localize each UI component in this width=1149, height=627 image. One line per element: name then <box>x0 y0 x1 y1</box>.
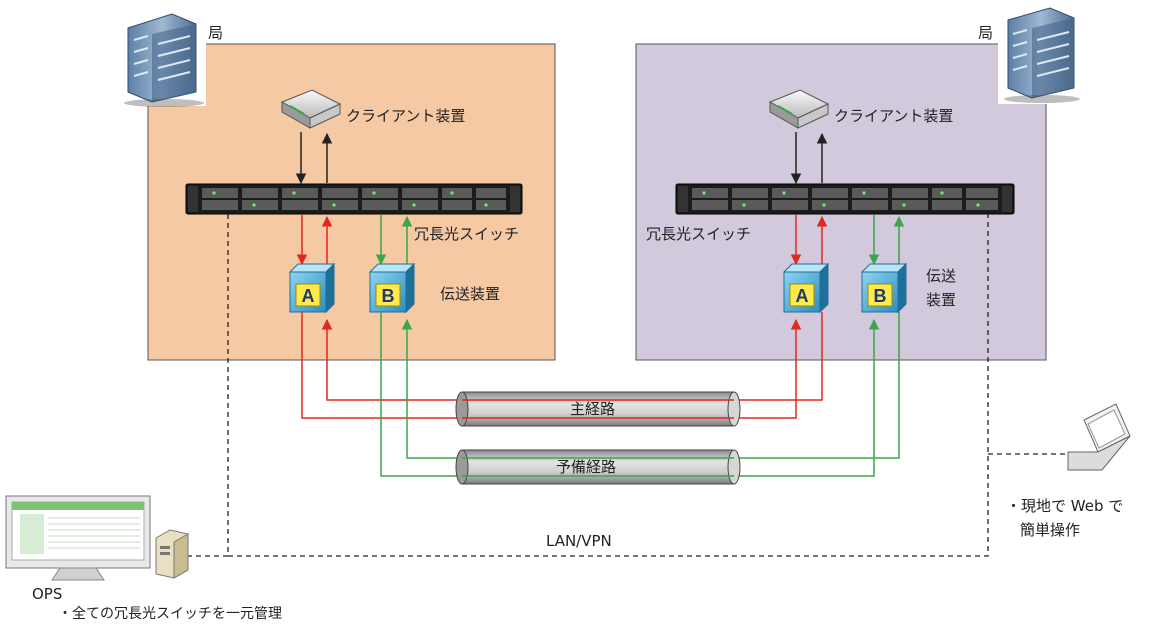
transmission-equipment-b: B <box>368 262 416 314</box>
client-device-label-left: クライアント装置 <box>346 107 466 125</box>
optical-switch-label-right: 冗長光スイッチ <box>646 225 752 243</box>
web-note-line2: 簡単操作 <box>1020 521 1081 539</box>
client-device-label-right: クライアント装置 <box>834 107 954 125</box>
station-label-left: 局 <box>208 24 224 42</box>
network-label: LAN/VPN <box>546 532 612 550</box>
backup-route-label: 予備経路 <box>556 458 617 476</box>
building-icon <box>114 12 206 107</box>
server-icon <box>155 529 189 579</box>
equipment-a-label: A <box>302 286 315 306</box>
equipment-a-label: A <box>796 286 809 306</box>
station-label-right: 局 <box>978 24 994 42</box>
management-link-bus <box>228 214 989 557</box>
building-icon <box>998 6 1080 104</box>
optical-switch-rack <box>675 183 1015 215</box>
laptop-icon <box>1067 403 1131 471</box>
main-route-label: 主経路 <box>570 400 616 418</box>
monitor-icon <box>5 495 151 581</box>
equipment-b-label: B <box>874 286 887 306</box>
transmission-equipment-a: A <box>782 262 830 314</box>
ops-label: OPS <box>32 585 63 603</box>
transmission-label-right-line1: 伝送 <box>926 267 957 285</box>
transmission-label-left: 伝送装置 <box>440 285 501 303</box>
transmission-equipment-a: A <box>288 262 336 314</box>
web-note-line1: ・現地で Web で <box>1006 497 1124 515</box>
ops-note: ・全ての冗長光スイッチを一元管理 <box>58 606 282 622</box>
transmission-equipment-b: B <box>860 262 908 314</box>
transmission-label-right-line2: 装置 <box>926 291 957 309</box>
optical-switch-rack <box>185 183 523 215</box>
optical-switch-label-left: 冗長光スイッチ <box>414 225 520 243</box>
equipment-b-label: B <box>382 286 395 306</box>
client-device-icon <box>280 89 342 129</box>
client-device-icon <box>768 89 830 129</box>
